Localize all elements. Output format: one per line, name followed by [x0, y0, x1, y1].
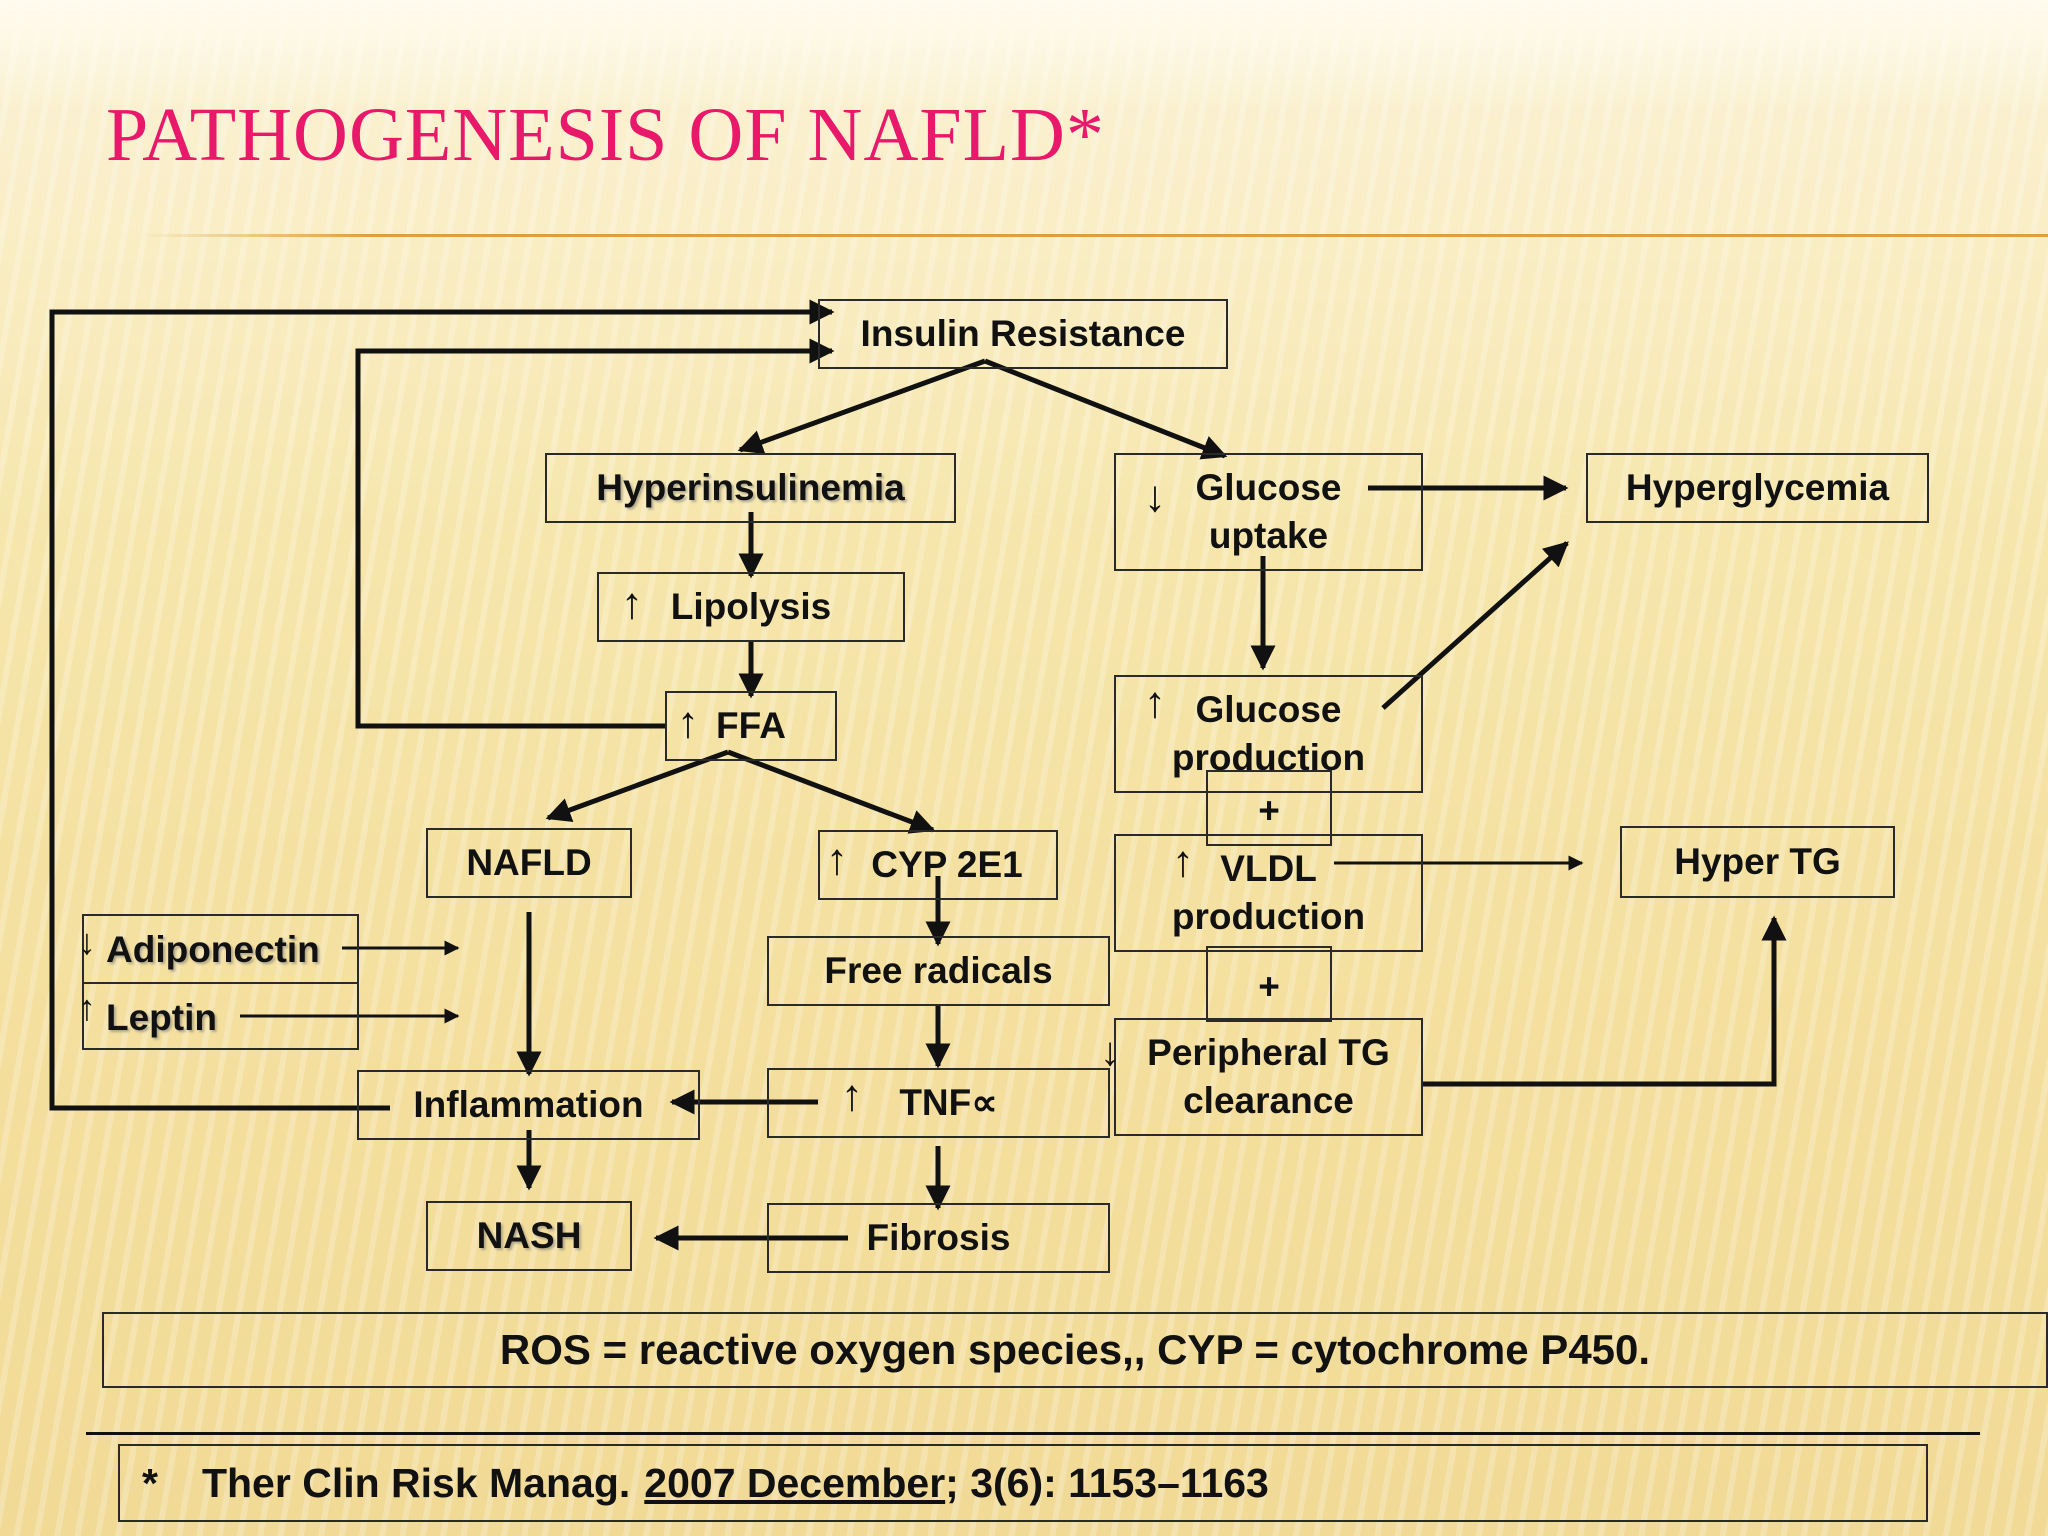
node-peripheral-tg-clearance: ↓ Peripheral TG clearance [1100, 1018, 1423, 1136]
node-hyperinsulinemia: Hyperinsulinemia [545, 453, 956, 523]
node-label: TNF∝ [899, 1081, 998, 1123]
up-arrow-icon: ↑ [841, 1071, 863, 1120]
node-label: Glucose uptake [1195, 466, 1342, 556]
node-label: Hyperinsulinemia [596, 466, 905, 508]
node-inflammation: Inflammation [357, 1070, 700, 1140]
up-arrow-icon: ↑ [1144, 678, 1166, 727]
down-arrow-icon: ↓ [78, 921, 96, 962]
node-label-leptin: Leptin [106, 997, 217, 1038]
arrow-ffa-to-cyp [727, 749, 936, 834]
node-vldl-production: ↑ VLDL production [1114, 834, 1423, 952]
node-label: Insulin Resistance [860, 312, 1186, 354]
plus-label: + [1258, 965, 1280, 1007]
node-lipolysis: ↑ Lipolysis [597, 572, 905, 642]
title-divider [140, 234, 2048, 237]
up-arrow-icon: ↑ [621, 579, 643, 628]
node-label-adiponectin: Adiponectin [106, 929, 320, 970]
reference-marker: * [142, 1459, 158, 1506]
node-label: FFA [716, 704, 786, 746]
reference-box: * Ther Clin Risk Manag. 2007 December ; … [118, 1444, 1928, 1522]
up-arrow-icon: ↑ [677, 698, 699, 747]
node-label: Fibrosis [866, 1216, 1011, 1258]
adipokines-divider [84, 982, 357, 984]
abbreviation-note-text: ROS = reactive oxygen species,, CYP = cy… [499, 1326, 1651, 1373]
plus-box-1: + [1206, 770, 1332, 846]
node-label: NASH [476, 1214, 582, 1256]
node-label: Glucose production [1171, 688, 1366, 778]
node-label: CYP 2E1 [871, 843, 1023, 885]
node-hyperglycemia: Hyperglycemia [1586, 453, 1929, 523]
node-adipokines: ↓ Adiponectin ↑ Leptin [78, 914, 359, 1050]
up-arrow-icon: ↑ [826, 835, 848, 884]
plus-box-2: + [1206, 946, 1332, 1022]
node-label: NAFLD [466, 841, 592, 883]
node-ffa: ↑ FFA [665, 691, 837, 761]
node-label: Hyper TG [1674, 840, 1841, 882]
up-arrow-icon: ↑ [78, 987, 96, 1028]
down-arrow-icon: ↓ [1144, 472, 1166, 521]
node-label: Free radicals [824, 949, 1053, 991]
node-label: Lipolysis [670, 585, 832, 627]
node-tnf-alpha: ↑ TNF∝ [767, 1068, 1110, 1138]
node-label: VLDL production [1171, 847, 1366, 937]
loop-ffa-to-insulin [355, 338, 835, 729]
node-fibrosis: Fibrosis [767, 1203, 1110, 1273]
node-nash: NASH [426, 1201, 632, 1271]
arrow-ir-to-glucose-uptake [984, 358, 1228, 460]
abbreviation-note: ROS = reactive oxygen species,, CYP = cy… [102, 1312, 2048, 1388]
reference-date-link[interactable]: 2007 December [644, 1459, 946, 1506]
node-label: Inflammation [413, 1083, 644, 1125]
up-arrow-icon: ↑ [1172, 837, 1194, 886]
node-nafld: NAFLD [426, 828, 632, 898]
arrow-ffa-to-nafld [545, 749, 729, 822]
reference-details: ; 3(6): 1153–1163 [945, 1459, 1269, 1506]
plus-label: + [1258, 789, 1280, 831]
reference-journal: Ther Clin Risk Manag. [201, 1459, 631, 1506]
node-insulin-resistance: Insulin Resistance [818, 299, 1228, 369]
down-arrow-icon: ↓ [1100, 1030, 1120, 1074]
node-glucose-uptake: ↓ Glucose uptake [1114, 453, 1423, 571]
footer-divider [86, 1432, 1980, 1435]
node-hyper-tg: Hyper TG [1620, 826, 1895, 898]
loop-inflammation-to-insulin [49, 299, 835, 1111]
node-cyp2e1: ↑ CYP 2E1 [818, 830, 1058, 900]
arrow-peripheral-tg-to-hyper-tg [1422, 915, 1787, 1087]
slide-title: PATHOGENESIS OF NAFLD* [106, 93, 1105, 177]
node-label: Hyperglycemia [1625, 466, 1890, 508]
arrow-ir-to-hyperinsulinemia [737, 358, 986, 455]
arrow-glucose-production-to-hyperglycemia [1381, 541, 1569, 710]
node-free-radicals: Free radicals [767, 936, 1110, 1006]
node-label: Peripheral TG clearance [1147, 1031, 1390, 1121]
